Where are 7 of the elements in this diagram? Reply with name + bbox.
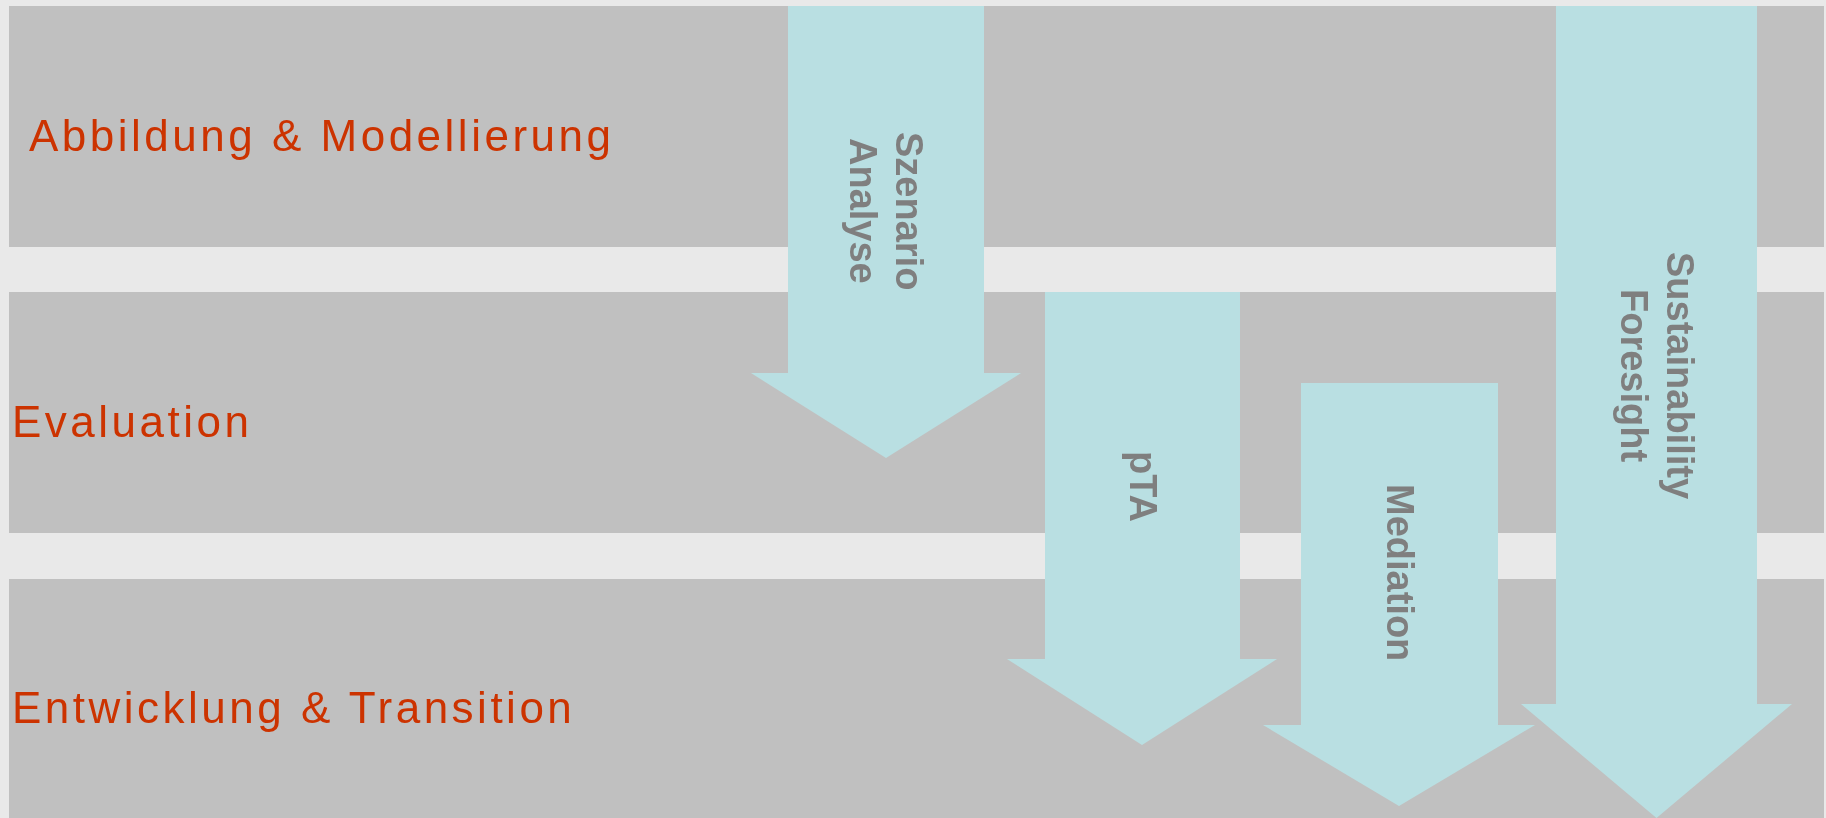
arrow-label: pTA	[1120, 450, 1165, 525]
band-label: Entwicklung & Transition	[12, 682, 576, 733]
arrow-label: Sustainability Foresight	[1611, 251, 1702, 502]
arrow-label: Mediation	[1377, 483, 1422, 664]
arrow-label: Szenario Analyse	[841, 130, 931, 293]
band-label: Evaluation	[12, 396, 253, 447]
band-label: Abbildung & Modellierung	[29, 110, 615, 161]
